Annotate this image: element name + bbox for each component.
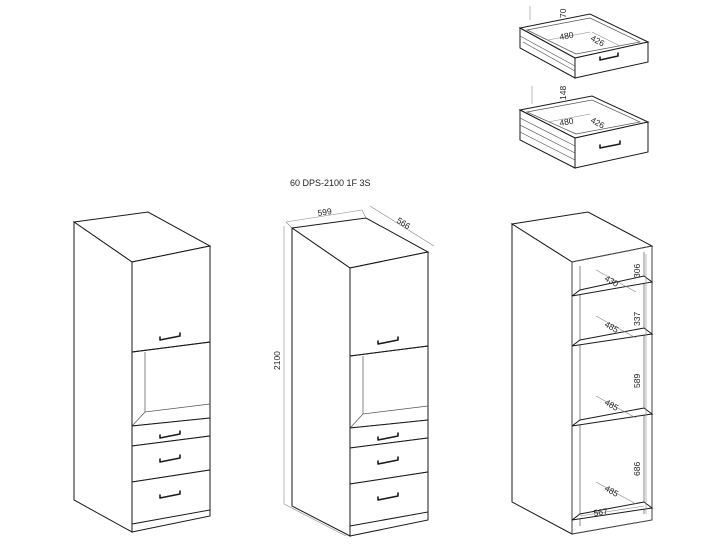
model-title: 60 DPS-2100 1F 3S (290, 178, 371, 188)
cabinet-width-label: 599 (317, 206, 333, 218)
section-height-2: 337 (632, 312, 642, 326)
section-height-1: 306 (632, 264, 642, 278)
cabinet-interior-view: 430 485 485 485 306 337 589 686 567 (510, 211, 654, 535)
bottom-width: 567 (593, 506, 609, 518)
drawer-small-height: 70 (558, 8, 568, 18)
cabinet-depth-label: 566 (395, 215, 413, 231)
drawer-large-width: 480 (559, 116, 575, 128)
section-height-3: 589 (632, 374, 642, 388)
drawer-handle-large (599, 140, 621, 149)
drawer-small-width: 480 (559, 30, 575, 42)
drawer-handle (599, 52, 619, 61)
section-height-4: 686 (632, 462, 642, 476)
cabinet-front-view (72, 211, 212, 533)
drawer-large-height: 148 (558, 86, 568, 100)
drawer-small: 70 480 426 (518, 6, 650, 79)
drawer-large: 148 480 426 (518, 86, 650, 169)
cabinet-height-label: 2100 (272, 351, 282, 370)
cabinet-dimensioned-view: 599 566 2100 (272, 205, 435, 537)
